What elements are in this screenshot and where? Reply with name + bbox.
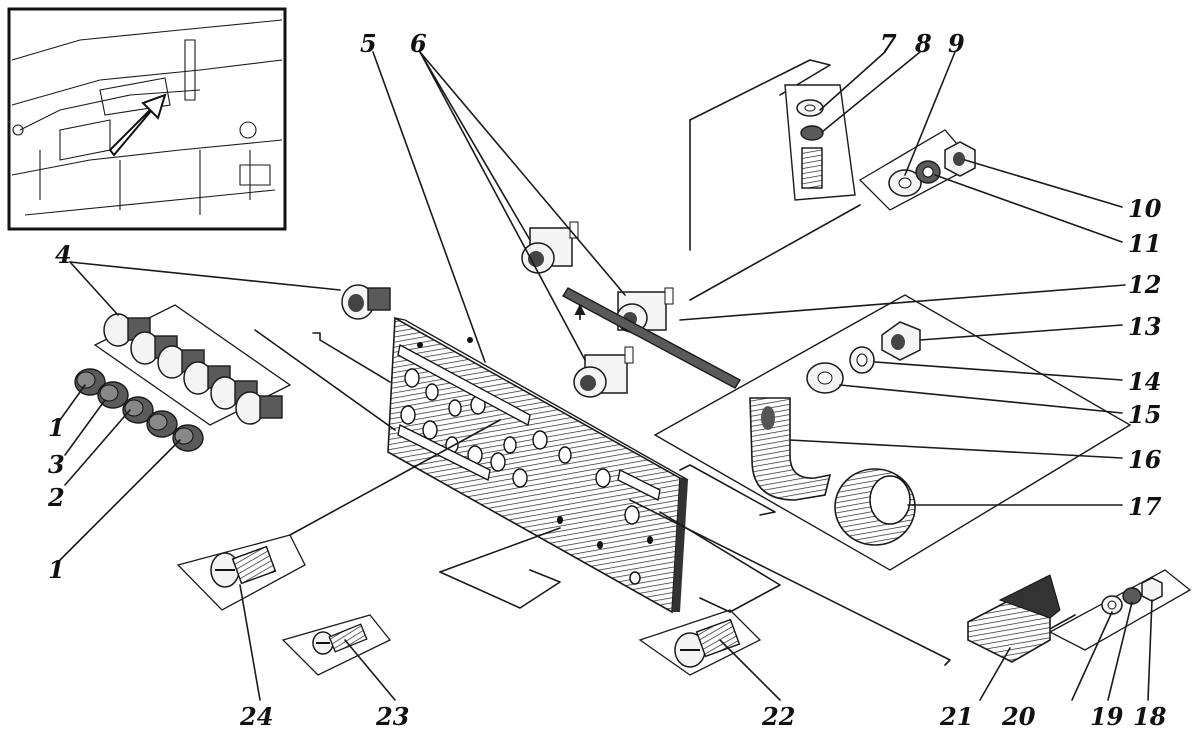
callout-20: 20 — [1001, 702, 1036, 731]
callout-19: 19 — [1090, 702, 1124, 731]
assembly-lines — [254, 59, 1126, 666]
callout-4: 4 — [55, 240, 72, 269]
parts-18-21-fuse-holder — [967, 569, 1192, 663]
parts-13-17-bracket-group — [653, 294, 1132, 571]
knob — [146, 410, 178, 438]
callout-15: 15 — [1128, 400, 1161, 429]
part-17-bushing — [834, 468, 916, 546]
callout-5: 5 — [360, 29, 377, 58]
callout-13: 13 — [1128, 312, 1161, 341]
callout-24: 24 — [239, 702, 273, 731]
callout-22: 22 — [761, 702, 795, 731]
parts-1-3-knobs — [74, 368, 204, 452]
callout-2: 2 — [47, 483, 65, 512]
callout-1a: 1 — [48, 413, 65, 442]
callout-labels: 1 1 2 3 4 5 6 7 8 9 10 11 12 13 14 15 16… — [47, 29, 1167, 731]
socket — [573, 346, 634, 398]
callout-23: 23 — [375, 702, 409, 731]
callout-3: 3 — [48, 450, 65, 479]
callout-10: 10 — [1128, 194, 1162, 223]
callout-6: 6 — [410, 29, 427, 58]
callout-leaders — [59, 51, 1153, 701]
callout-11: 11 — [1128, 229, 1161, 258]
switch-body — [235, 391, 283, 425]
knob — [172, 424, 204, 452]
callout-14: 14 — [1128, 367, 1161, 396]
callout-16: 16 — [1128, 445, 1162, 474]
callout-18: 18 — [1133, 702, 1167, 731]
callout-1b: 1 — [48, 555, 65, 584]
inset-location-view — [7, 7, 287, 231]
parts-9-11-hardware — [858, 129, 977, 211]
socket — [521, 221, 579, 274]
callout-21: 21 — [939, 702, 973, 731]
knob — [122, 396, 154, 424]
panel-holes — [400, 337, 653, 585]
callout-9: 9 — [948, 29, 965, 58]
mounting-strip — [562, 287, 741, 389]
part-4-switch-group — [93, 284, 391, 426]
callout-7: 7 — [880, 29, 897, 58]
part-6-sockets — [521, 221, 741, 398]
parts-7-8-screw-detail — [784, 84, 856, 201]
knob — [97, 381, 129, 409]
callout-12: 12 — [1128, 270, 1161, 299]
parts-22-24-fasteners — [176, 534, 762, 676]
callout-8: 8 — [914, 29, 932, 58]
callout-17: 17 — [1128, 492, 1162, 521]
single-switch — [341, 284, 391, 320]
part-5-panel — [387, 316, 689, 614]
